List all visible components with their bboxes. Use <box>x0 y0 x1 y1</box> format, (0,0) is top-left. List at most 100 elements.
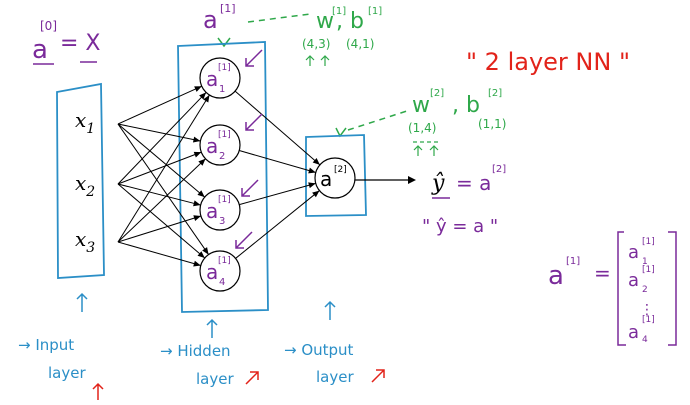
output-base: a <box>320 167 332 191</box>
edge-x3-to-h2-head <box>198 158 206 166</box>
vector-entry-1-sup: [1] <box>642 237 655 247</box>
edge-x1-to-h4-head <box>202 247 209 255</box>
vector-right-bracket <box>668 231 677 346</box>
a0-rhs: = X <box>60 31 101 56</box>
edge-x2-to-h1-head <box>199 92 207 100</box>
hidden-4-base: a <box>206 260 218 284</box>
edge-x2-to-h2 <box>117 151 202 185</box>
hidden-2-sup: [1] <box>218 130 231 140</box>
edge-h1-to-out <box>234 90 321 166</box>
vector-equals: = <box>594 261 611 285</box>
connections <box>117 85 321 267</box>
output-layer-label-1: → Output <box>284 341 354 359</box>
vector-lhs-symbol: a <box>548 261 564 291</box>
vector-entry-2-sub: 2 <box>642 285 648 295</box>
a0-annotation: a [0] = X <box>32 19 101 65</box>
edge-x2-to-h1 <box>117 92 207 185</box>
edge-x3-to-h4 <box>117 241 201 267</box>
vector-entry-4-sup: [1] <box>642 315 655 325</box>
edge-x2-to-h3 <box>117 183 201 206</box>
edge-x1-to-h1 <box>117 85 202 125</box>
edge-x1-to-h2-head <box>192 136 201 143</box>
output-node <box>314 157 356 199</box>
hidden-layer-red-arrow <box>245 371 259 385</box>
vector-left-bracket <box>617 231 626 346</box>
input-layer-up-arrow <box>76 292 88 312</box>
output-layer-red-arrow <box>371 369 385 383</box>
edge-h2-to-out <box>239 150 316 173</box>
input-layer-label-1: → Input <box>18 336 74 354</box>
hidden-layer-box <box>177 41 269 313</box>
a1-dashed-link <box>247 13 311 23</box>
a1-top-superscript: [1] <box>220 2 236 15</box>
a1-vector: a [1] = a [1] 1 a [1] 2 ⋮ a [1] 4 <box>548 231 677 346</box>
edge-h4-to-out <box>235 190 320 259</box>
edge-x2-to-h2-head <box>193 151 202 158</box>
input-layer-box <box>56 82 105 279</box>
output-node-group: a [2] <box>314 157 416 199</box>
input-x1-sub: 1 <box>86 121 95 137</box>
edge-x1-to-h2 <box>117 123 201 142</box>
hidden-node-2 <box>199 124 241 166</box>
w2-dimension: (1,4) <box>408 121 436 135</box>
b1-dimension: (4,1) <box>346 37 374 51</box>
input-x2: x2 <box>75 171 95 200</box>
hidden-1-sub: 1 <box>219 84 225 95</box>
yhat-superscript: [2] <box>492 164 506 175</box>
input-x1-base: x <box>75 108 86 132</box>
edge-x2-to-h4 <box>117 183 206 259</box>
edge-x3-to-h2 <box>117 158 206 243</box>
input-layer-red-arrow <box>92 382 104 400</box>
edge-h3-to-out <box>239 182 316 206</box>
network-title: " 2 layer NN " <box>466 48 630 76</box>
edge-x1-to-h3-head <box>197 190 205 198</box>
edge-x2-to-h4-head <box>197 251 205 259</box>
input-x2-base: x <box>75 171 86 195</box>
output-layer-label-2: layer <box>316 368 354 386</box>
hidden-1-base: a <box>206 67 218 91</box>
b1-superscript: [1] <box>368 6 382 17</box>
vector-lhs-superscript: [1] <box>566 256 580 267</box>
layer-boxes <box>56 41 367 313</box>
hidden-3-sub: 3 <box>219 216 225 227</box>
hidden-node-1 <box>199 57 241 99</box>
edge-h2-to-out-head <box>308 167 316 174</box>
edge-x3-to-h4-head <box>193 260 201 267</box>
w1-arrow-2 <box>320 55 330 66</box>
hidden-2-pointer <box>245 113 263 131</box>
b1-symbol: , b <box>336 9 364 34</box>
input-x3: x3 <box>75 227 95 256</box>
w2-arrow-2 <box>429 145 439 156</box>
input-x3-base: x <box>75 227 86 251</box>
input-layer-label-2: layer <box>48 364 86 382</box>
vector-ellipsis: ⋮ <box>640 302 654 318</box>
edge-x3-to-h3-head <box>193 215 201 221</box>
vector-entry-4-base: a <box>628 322 639 343</box>
yhat-equation: ŷ = a [2] " ŷ = a " <box>422 164 506 237</box>
vector-entry-1-sub: 1 <box>642 257 648 267</box>
w1-arrow-1 <box>305 55 315 66</box>
edge-x2-to-h3-head <box>193 200 201 207</box>
edge-h3-to-out-head <box>308 182 316 189</box>
hidden-1-pointer <box>245 49 263 67</box>
hidden-3-pointer <box>241 179 259 197</box>
a2-dashed-link <box>347 109 411 131</box>
edge-h1-to-out-head <box>312 158 320 165</box>
hidden-4-sup: [1] <box>218 256 231 266</box>
hidden-3-sup: [1] <box>218 195 231 205</box>
yhat-equals: = a <box>456 171 491 195</box>
output-layer-box <box>305 134 367 217</box>
yhat-quote: " ŷ = a " <box>422 216 498 237</box>
hidden-nodes: a [1] 1 a [1] 2 a [1] 3 a [1] 4 <box>199 49 263 292</box>
w2-superscript: [2] <box>430 88 444 99</box>
hidden-4-sub: 4 <box>219 277 225 288</box>
input-nodes: x1 x2 x3 <box>75 108 95 256</box>
w2-arrow-1 <box>413 145 423 156</box>
output-layer-up-arrow <box>324 300 336 320</box>
output-arrow-head <box>408 176 416 184</box>
w1-symbol: w <box>316 9 334 34</box>
edge-x1-to-h4 <box>117 123 210 255</box>
input-x3-sub: 3 <box>86 240 95 256</box>
